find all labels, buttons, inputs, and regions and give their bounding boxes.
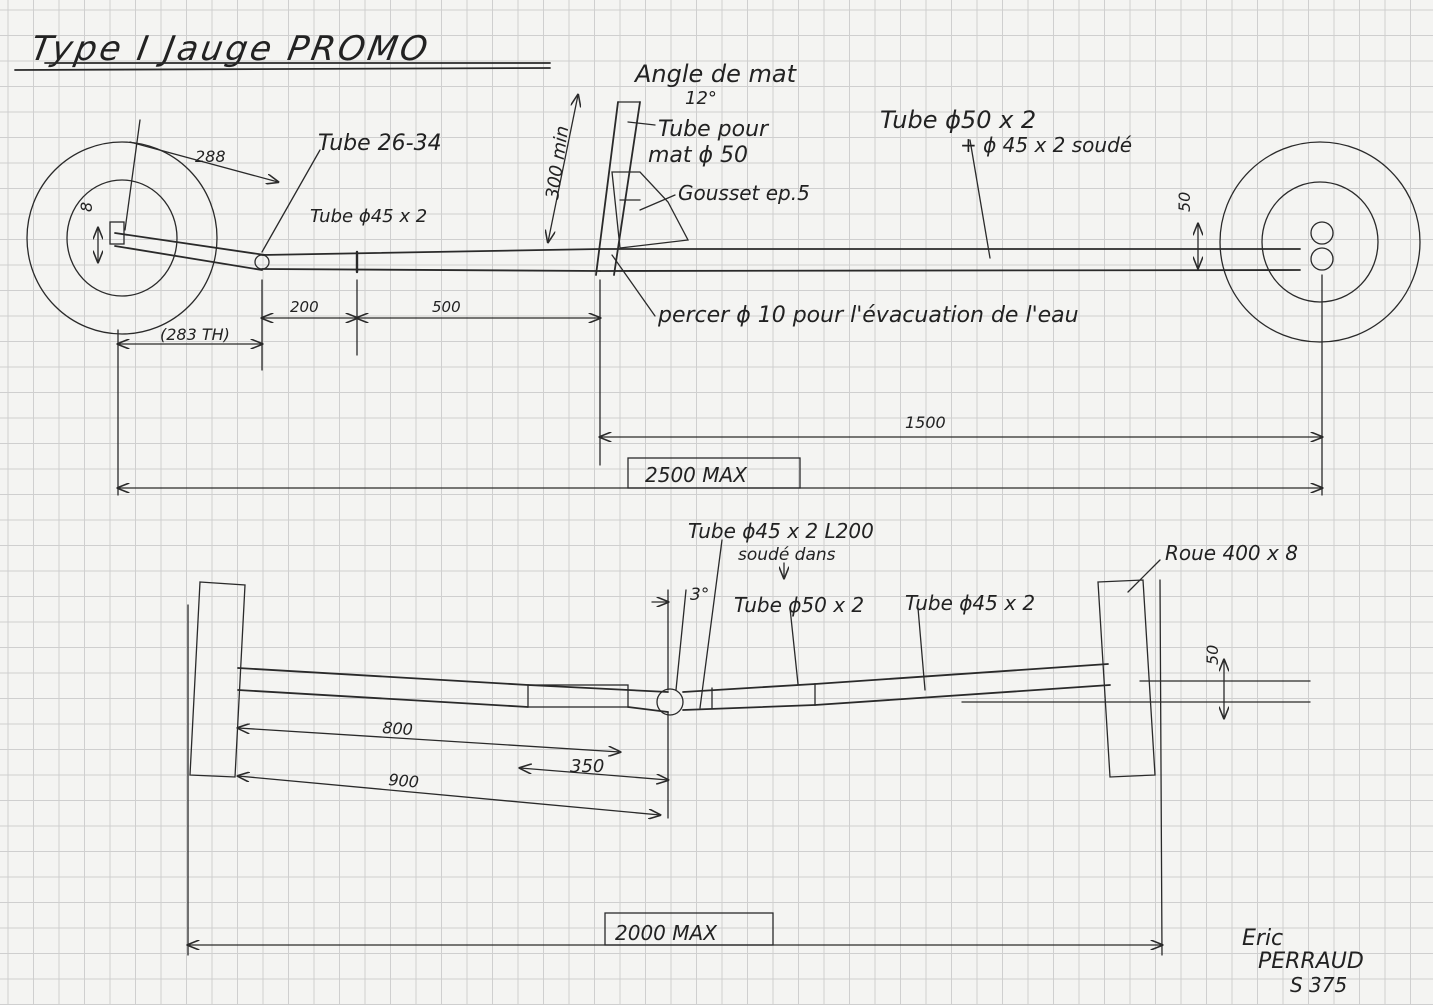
- title-block: Type I Jauge PROMO: [14, 29, 551, 71]
- dim-288: 288: [195, 147, 226, 166]
- right-wheel-top: [1097, 579, 1156, 778]
- main-tube-label-2: + ϕ 45 x 2 soudé: [960, 133, 1132, 157]
- drain-label: percer ϕ 10 pour l'évacuation de l'eau: [657, 303, 1079, 328]
- tube50-top-label: Tube ϕ50 x 2: [734, 593, 864, 617]
- signature-name: Eric: [1242, 926, 1283, 951]
- dim-200: 200: [290, 298, 319, 316]
- centre-tube-label-2: soudé dans: [738, 545, 836, 565]
- angle-3-label: 3°: [690, 585, 709, 605]
- left-wheel-side: [26, 141, 218, 335]
- wheel-label: Roue 400 x 8: [1165, 541, 1298, 565]
- left-wheel-top: [189, 581, 246, 778]
- tube45-top-label: Tube ϕ45 x 2: [905, 591, 1035, 615]
- signature-block: Eric PERRAUD S 375: [1242, 926, 1364, 997]
- main-tube-label: Tube ϕ50 x 2: [880, 106, 1036, 134]
- mast-angle-label: Angle de mat: [633, 60, 798, 88]
- dim-2000-max: 2000 MAX: [615, 921, 718, 945]
- front-tube-label: Tube 26-34: [318, 131, 442, 156]
- dim-1500: 1500: [905, 413, 946, 432]
- dim-283: (283 TH): [160, 325, 230, 344]
- mast-tube-label: Tube pour: [658, 117, 770, 142]
- right-wheel-side: [1219, 141, 1421, 343]
- dim-50-side: 50: [1175, 192, 1194, 212]
- mast-tube-label-2: mat ϕ 50: [648, 143, 748, 168]
- mast-angle-value: 12°: [685, 88, 717, 109]
- top-view: Tube ϕ45 x 2 L200 soudé dans 3° Tube ϕ50…: [188, 519, 1311, 956]
- tube45-side-label: Tube ϕ45 x 2: [310, 206, 427, 227]
- signature-number: S 375: [1290, 973, 1347, 997]
- dim-900: 900: [388, 770, 420, 792]
- gusset-label: Gousset ep.5: [678, 181, 810, 205]
- dim-500: 500: [432, 298, 461, 316]
- side-view: Angle de mat 12° Tube pour mat ϕ 50 Gous…: [26, 60, 1421, 496]
- dim-800: 800: [382, 718, 414, 739]
- dim-2500-max: 2500 MAX: [645, 463, 748, 487]
- dim-50-top: 50: [1203, 645, 1222, 665]
- dim-350: 350: [570, 756, 604, 777]
- centre-tube-label: Tube ϕ45 x 2 L200: [688, 519, 874, 543]
- signature-surname: PERRAUD: [1258, 949, 1364, 974]
- dim-8: 8: [77, 202, 96, 212]
